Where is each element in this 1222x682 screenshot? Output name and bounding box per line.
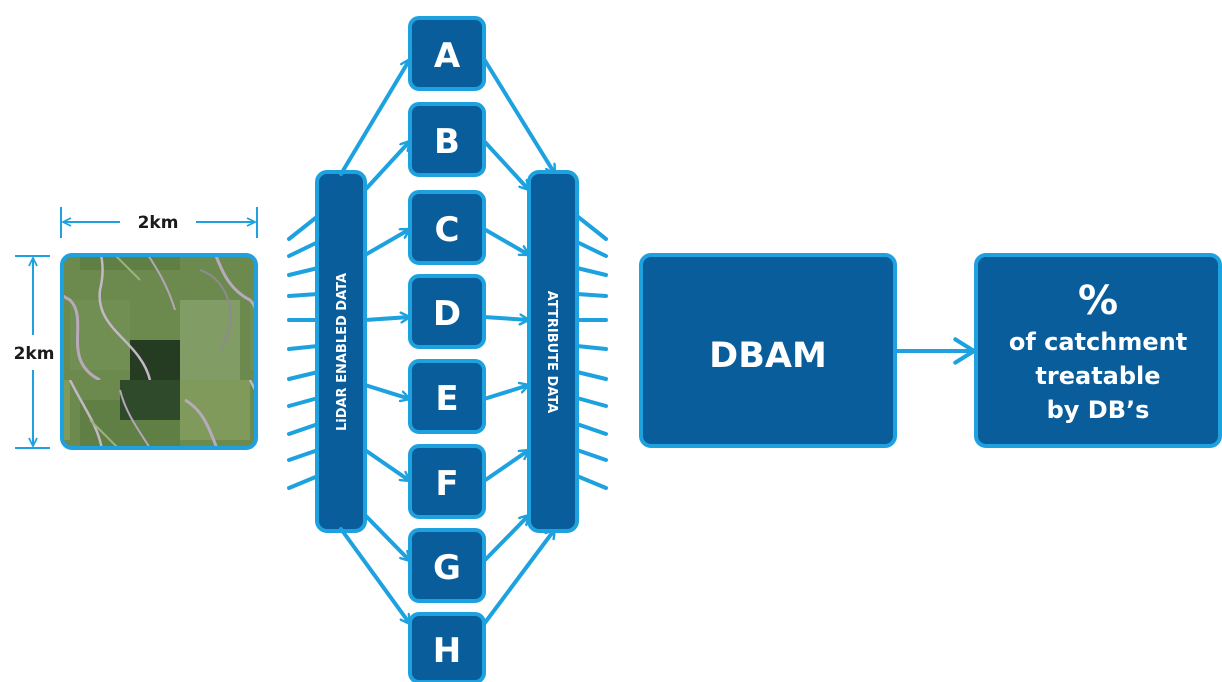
scale-width-label: 2km — [138, 213, 179, 233]
attribute-data-bar: ATTRIBUTE DATA — [527, 170, 579, 533]
lidar-data-bar: LiDAR ENABLED DATA — [315, 170, 367, 533]
letter-box-e — [408, 359, 486, 434]
letter-a: A — [434, 36, 461, 76]
letter-c: C — [435, 210, 460, 250]
result-line-1: of catchment — [1009, 328, 1187, 356]
letter-boxes: A B C D E F G H — [408, 16, 486, 682]
letter-box-d — [408, 274, 486, 349]
letter-box-a — [408, 16, 486, 91]
scale-width-indicator: 2km — [60, 207, 258, 238]
result-box: % of catchment treatable by DB’s — [974, 253, 1222, 448]
lidar-label: LiDAR ENABLED DATA — [335, 273, 350, 431]
dbam-box: DBAM — [639, 253, 897, 448]
aerial-map-image — [60, 253, 258, 450]
attribute-label: ATTRIBUTE DATA — [544, 291, 559, 413]
letter-to-attribute-arrows — [482, 57, 557, 626]
dbam-label: DBAM — [709, 336, 827, 376]
scale-height-indicator: 2km — [14, 255, 55, 449]
result-percent-symbol: % — [1078, 278, 1118, 324]
result-line-2: treatable — [1035, 362, 1160, 390]
letter-d: D — [433, 294, 461, 334]
letter-box-g — [408, 528, 486, 603]
result-line-3: by DB’s — [1047, 396, 1150, 424]
attribute-output-lines — [575, 214, 608, 490]
letter-e: E — [435, 379, 458, 419]
lidar-input-lines — [287, 214, 320, 490]
letter-box-h — [408, 612, 486, 682]
scale-height-label: 2km — [14, 344, 55, 364]
letter-h: H — [433, 631, 461, 671]
letter-b: B — [434, 122, 460, 162]
letter-f: F — [435, 464, 458, 504]
letter-g: G — [433, 548, 461, 588]
lidar-to-letter-arrows — [339, 59, 410, 626]
